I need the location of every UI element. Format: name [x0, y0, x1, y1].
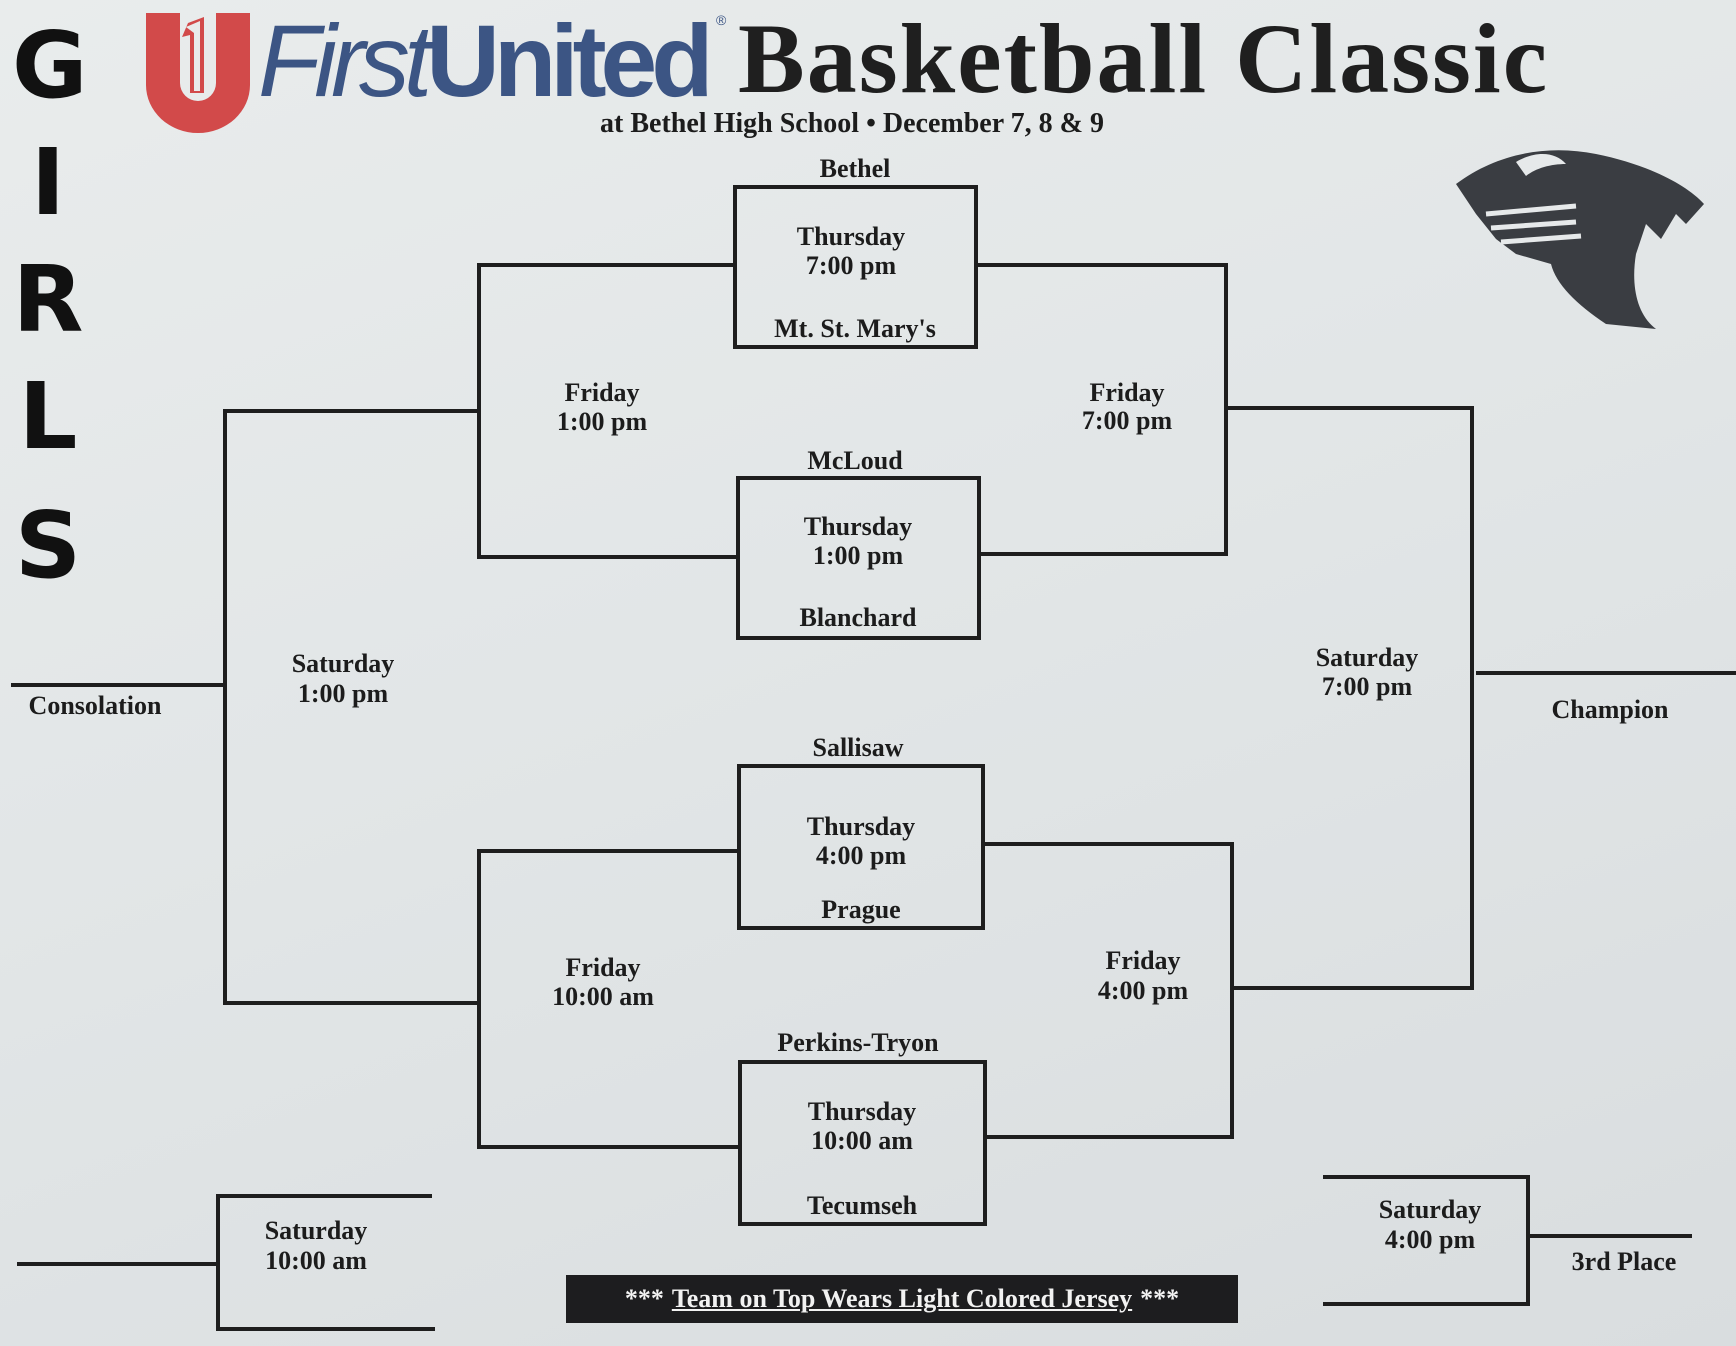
team-name: Tecumseh [806, 1191, 918, 1220]
bracket-line [223, 409, 227, 1005]
bracket-line [477, 849, 481, 1149]
third-place-label: 3rd Place [1571, 1247, 1677, 1276]
bracket-line [983, 842, 1234, 846]
logo-united: United [426, 4, 713, 118]
consolation-label: Consolation [28, 691, 162, 720]
bracket-line [1230, 842, 1234, 1139]
game-time: 4:00 pm [815, 841, 907, 870]
bracket-line [477, 1145, 740, 1149]
game-time: 1:00 pm [556, 407, 648, 436]
game-time: 7:00 pm [1081, 406, 1173, 435]
game-day: Friday [1089, 378, 1165, 407]
bracket-line [223, 1001, 479, 1005]
bracket-line [1323, 1302, 1530, 1306]
bracket-line [477, 263, 481, 559]
bracket-line [1526, 1175, 1530, 1304]
game-day: Saturday [1378, 1195, 1482, 1224]
bracket-line [979, 552, 1228, 556]
bracket-line [985, 1135, 1234, 1139]
game-time: 7:00 pm [1321, 672, 1413, 701]
team-name: Perkins-Tryon [777, 1028, 939, 1057]
team-name: Mt. St. Mary's [774, 314, 936, 343]
girls-letter: L [18, 363, 78, 470]
jersey-banner: *** Team on Top Wears Light Colored Jers… [566, 1275, 1238, 1323]
page-title: Basketball Classic [738, 3, 1550, 114]
banner-stars: *** [624, 1284, 664, 1313]
bracket-line [1232, 986, 1474, 990]
consolation-line [11, 683, 225, 687]
team-name: Blanchard [799, 603, 917, 632]
game-time: 1:00 pm [297, 679, 389, 708]
game-day: Friday [1105, 946, 1181, 975]
girls-letter: S [14, 492, 82, 599]
game-box-3 [737, 764, 985, 930]
champion-label: Champion [1551, 695, 1669, 724]
banner-stars: *** [1140, 1284, 1180, 1313]
game-day: Saturday [291, 649, 395, 678]
champion-line [1476, 671, 1736, 675]
bracket-line [479, 263, 735, 267]
subtitle: at Bethel High School • December 7, 8 & … [600, 108, 1104, 139]
team-name: Bethel [819, 154, 891, 183]
game-day: Saturday [264, 1216, 368, 1245]
logo-first: First [258, 4, 432, 118]
bracket-line [216, 1327, 435, 1331]
game-time: 10:00 am [552, 982, 654, 1011]
bracket-line [1226, 406, 1474, 410]
bracket-line [477, 555, 737, 559]
banner-message: Team on Top Wears Light Colored Jersey [671, 1284, 1133, 1313]
first-united-logo-icon [146, 13, 250, 133]
girls-letter: G [12, 12, 88, 119]
bracket-line [223, 409, 479, 413]
third-place-line [1528, 1234, 1692, 1238]
bracket-line [1470, 406, 1474, 990]
game-day: Saturday [1315, 643, 1419, 672]
girls-letter: I [30, 129, 66, 236]
bracket-line [1323, 1175, 1530, 1179]
game-time: 10:00 am [265, 1246, 367, 1275]
team-name: Sallisaw [812, 733, 904, 762]
bracket-line [976, 263, 1228, 267]
registered-mark: ® [716, 12, 727, 28]
bracket-line [477, 849, 739, 853]
game-day: Thursday [807, 1097, 917, 1126]
game-box-2 [736, 476, 981, 640]
game-day: Thursday [806, 812, 916, 841]
bracket-line [17, 1262, 218, 1266]
game-time: 1:00 pm [812, 541, 904, 570]
game-time: 10:00 am [811, 1126, 913, 1155]
first-united-wordmark: FirstUnited [258, 4, 714, 118]
bracket-line [216, 1194, 220, 1331]
game-box-1 [733, 185, 978, 349]
game-time: 7:00 pm [805, 251, 897, 280]
bracket-line [216, 1194, 432, 1198]
game-day: Friday [564, 378, 640, 407]
team-name: Prague [821, 895, 901, 924]
game-day: Thursday [796, 222, 906, 251]
game-time: 4:00 pm [1097, 976, 1189, 1005]
game-day: Friday [565, 953, 641, 982]
game-day: Thursday [803, 512, 913, 541]
girls-letter: R [12, 246, 84, 353]
game-box-4 [738, 1060, 987, 1226]
game-time: 4:00 pm [1384, 1225, 1476, 1254]
panther-mascot-icon [1456, 150, 1704, 329]
team-name: McLoud [807, 446, 903, 475]
